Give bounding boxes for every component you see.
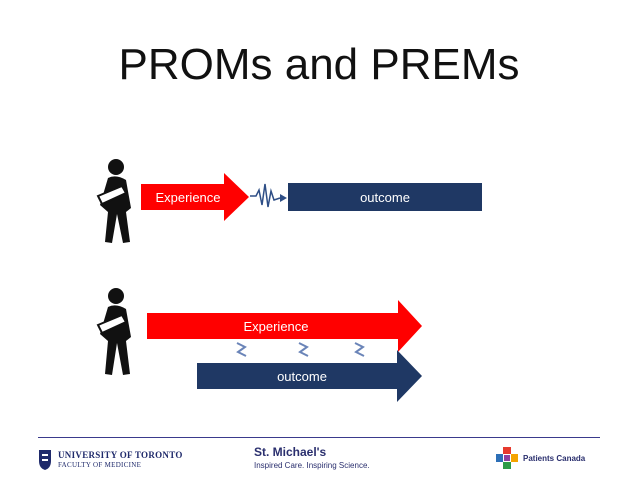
slide-title: PROMs and PREMs: [118, 40, 520, 89]
university-of-toronto-logo: UNIVERSITY OF TORONTO FACULTY OF MEDICIN…: [38, 447, 183, 473]
experience-label-1: Experience: [155, 190, 220, 205]
patients-canada-logo: Patients Canada: [496, 447, 585, 469]
outcome-bar-1: outcome: [288, 183, 482, 211]
outcome-arrow-2: outcome: [197, 350, 422, 402]
st-michaels-tagline: Inspired Care. Inspiring Science.: [254, 461, 370, 470]
flower-logo-icon: [496, 447, 518, 469]
st-michaels-name: St. Michael's: [254, 445, 327, 459]
outcome-label-1: outcome: [360, 190, 410, 205]
crest-icon: [39, 450, 51, 470]
uoft-faculty: FACULTY OF MEDICINE: [58, 461, 142, 469]
experience-label-2: Experience: [243, 319, 308, 334]
experience-arrow-1: Experience: [141, 173, 249, 221]
person-with-sling-icon-2: [96, 288, 131, 375]
wave-squiggle-icon: [250, 183, 287, 208]
person-with-sling-icon-1: [96, 159, 131, 243]
uoft-name: UNIVERSITY OF TORONTO: [58, 450, 183, 460]
patients-canada-name: Patients Canada: [523, 453, 586, 463]
experience-arrow-2: Experience: [147, 300, 422, 352]
zigzag-link-icons: [236, 342, 365, 357]
st-michaels-logo: St. Michael's Inspired Care. Inspiring S…: [254, 445, 370, 472]
outcome-label-2: outcome: [277, 369, 327, 384]
footer-divider: [38, 437, 600, 438]
